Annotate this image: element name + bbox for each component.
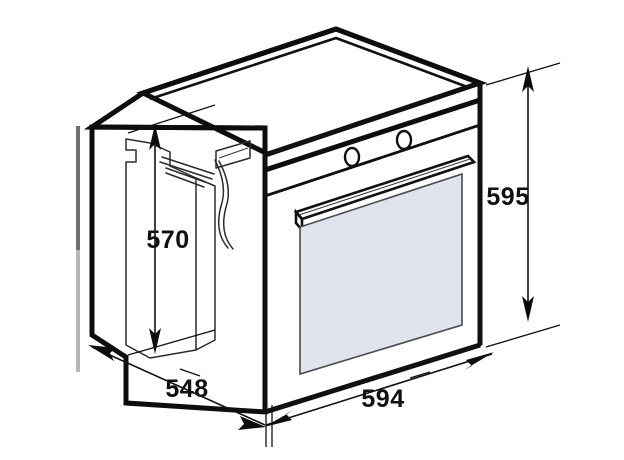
dimension-label-594: 594	[361, 385, 404, 413]
control-knob-left[interactable]	[343, 146, 361, 168]
base-corner-tick	[265, 405, 273, 447]
dimension-594: 594	[264, 352, 494, 427]
dimension-label-548: 548	[165, 375, 208, 403]
dimension-label-595: 595	[486, 183, 529, 211]
cavity-shelf-rails	[159, 156, 215, 188]
control-knob-right[interactable]	[395, 129, 413, 151]
door-glass-panel	[299, 172, 463, 376]
dimension-label-570: 570	[146, 226, 189, 254]
connection-cable	[214, 159, 234, 250]
dimension-595: 595	[485, 62, 561, 348]
dimension-570: 570	[127, 104, 216, 356]
dimension-548: 548	[88, 345, 266, 430]
oven-door[interactable]	[263, 123, 482, 414]
